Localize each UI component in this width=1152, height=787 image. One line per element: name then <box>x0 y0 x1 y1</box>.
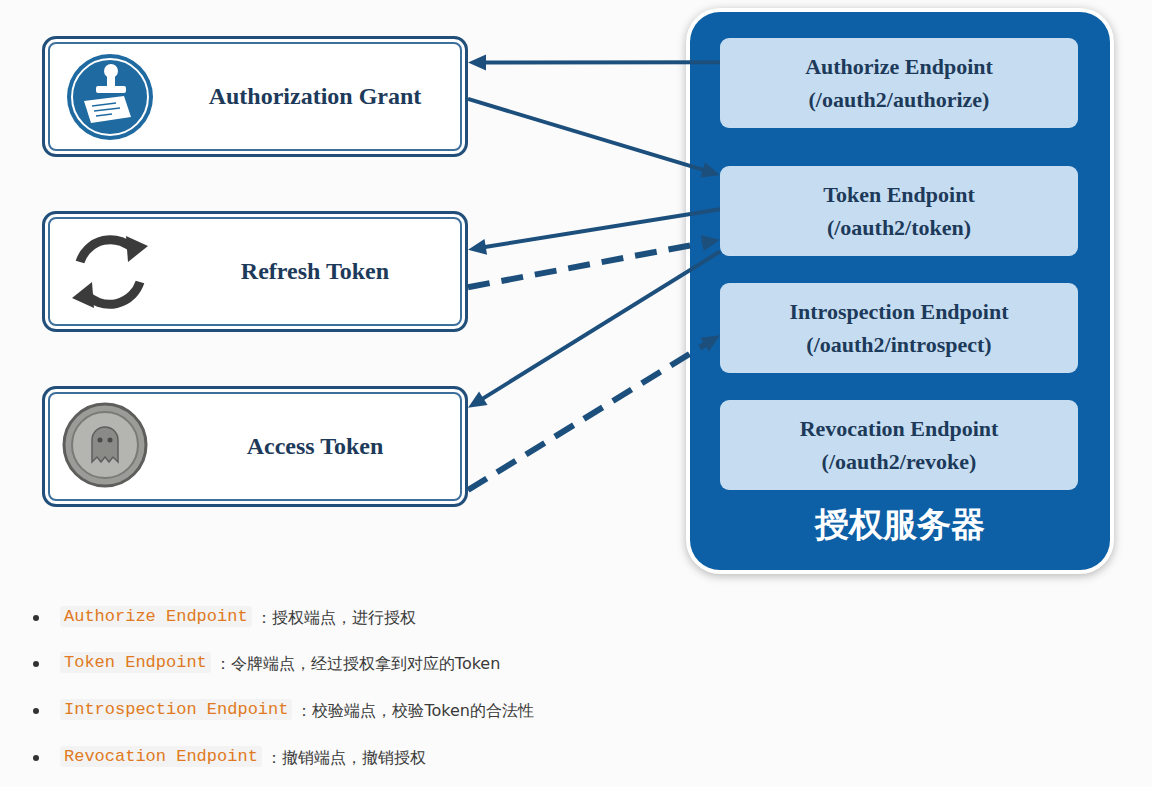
arrow-head <box>701 235 720 251</box>
endpoint-box: Revocation Endpoint (/oauth2/revoke) <box>720 400 1078 490</box>
endpoint-note: ：授权端点，进行授权 <box>256 608 416 629</box>
solid-arrow <box>468 99 720 178</box>
dashed-arrow <box>468 335 720 490</box>
coin-icon <box>64 404 146 486</box>
connector-line <box>482 60 720 64</box>
connector-line <box>468 99 707 171</box>
server-panel: 授权服务器 Authorize Endpoint (/oauth2/authori… <box>690 12 1110 570</box>
token-box: Refresh Token <box>42 211 468 332</box>
grant-box-label: Authorization Grant <box>209 83 422 110</box>
box-ground <box>44 38 466 155</box>
solid-arrow <box>468 252 720 408</box>
endpoint-box-label: Token Endpoint (/oauth2/token) <box>762 178 1037 244</box>
arrow-head <box>468 55 486 71</box>
endpoint-box-label: Introspection Endpoint (/oauth2/introspe… <box>762 295 1037 361</box>
arrow-head <box>700 335 720 351</box>
connector-line <box>480 252 720 401</box>
server-panel-label: 授权服务器 <box>815 502 985 548</box>
connector-line <box>468 343 708 491</box>
refresh-icon <box>72 236 148 308</box>
endpoint-name: Authorize Endpoint <box>60 606 252 627</box>
endpoint-name: Token Endpoint <box>60 652 211 673</box>
arrow-head <box>468 391 488 407</box>
token-box-label: Access Token <box>247 433 384 460</box>
endpoint-note: ：令牌端点，经过授权拿到对应的Token <box>215 654 501 675</box>
arrow-head <box>468 239 487 255</box>
endpoint-note: ：校验端点，校验Token的合法性 <box>296 701 534 722</box>
box-ground <box>44 388 466 505</box>
bullet-dot <box>33 615 39 761</box>
token-box-label: Refresh Token <box>241 258 389 285</box>
solid-arrow <box>468 55 720 71</box>
endpoint-box: Authorize Endpoint (/oauth2/authorize) <box>720 38 1078 128</box>
endpoint-box: Introspection Endpoint (/oauth2/introspe… <box>720 283 1078 373</box>
endpoint-name: Introspection Endpoint <box>60 699 292 720</box>
token-box: Access Token <box>42 386 468 507</box>
dashed-arrow <box>468 235 720 287</box>
box-ground <box>44 213 466 330</box>
endpoint-box-label: Revocation Endpoint (/oauth2/revoke) <box>762 412 1037 478</box>
stamp-icon <box>67 54 153 140</box>
connector-line <box>482 209 720 247</box>
arrow-head <box>700 162 720 177</box>
endpoint-name: Revocation Endpoint <box>60 746 262 767</box>
endpoint-note: ：撤销端点，撤销授权 <box>266 748 426 769</box>
endpoint-box: Token Endpoint (/oauth2/token) <box>720 166 1078 256</box>
endpoint-box-label: Authorize Endpoint (/oauth2/authorize) <box>762 50 1037 116</box>
grant-box: Authorization Grant <box>42 36 468 157</box>
